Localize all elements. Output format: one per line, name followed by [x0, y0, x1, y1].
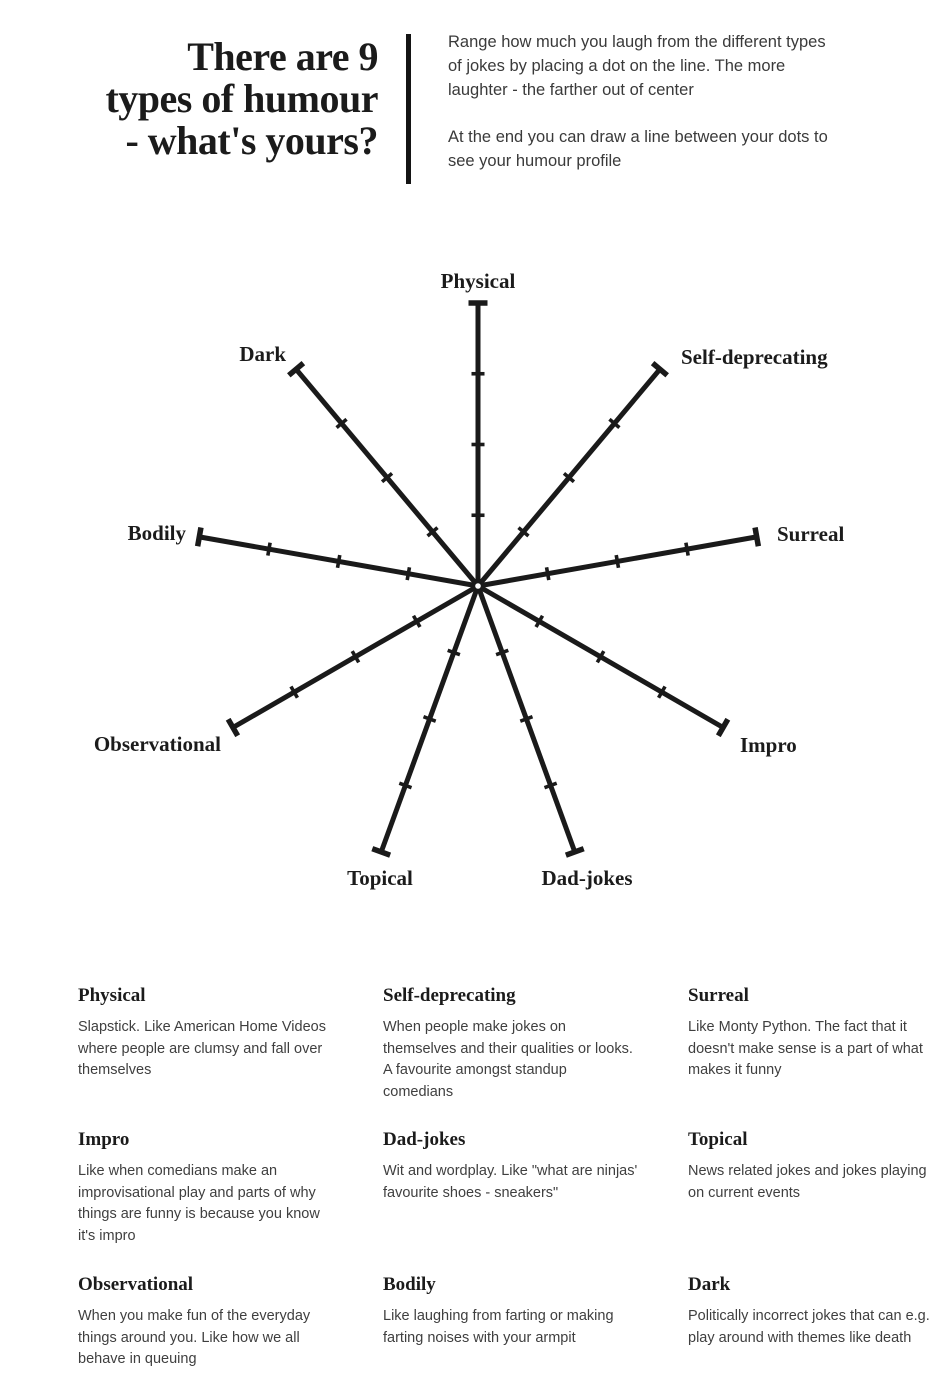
- description-text: Like when comedians make an improvisatio…: [78, 1163, 320, 1244]
- axis-tick: [495, 648, 509, 657]
- axis-tick: [544, 567, 551, 581]
- description-title: Observational: [78, 1274, 194, 1295]
- axis-end-cap: [715, 717, 731, 738]
- axis-tick: [543, 781, 558, 790]
- axis-tick: [657, 685, 667, 699]
- description-title: Dad-jokes: [383, 1129, 466, 1150]
- description-text: Wit and wordplay. Like "what are ninjas'…: [383, 1163, 638, 1201]
- axis-spoke-topical: Topical: [347, 585, 481, 890]
- description-title: Self-deprecating: [383, 985, 516, 1006]
- chart-center-hole: [475, 583, 481, 589]
- axis-label-dark: Dark: [239, 342, 286, 366]
- axis-tick: [398, 781, 413, 790]
- axis-tick: [289, 685, 299, 699]
- axis-spoke-observational: Observational: [94, 583, 480, 756]
- axis-spoke-bodily: Bodily: [128, 521, 479, 589]
- axis-label-surreal: Surreal: [777, 522, 844, 546]
- axis-spoke-self-deprecating: Self-deprecating: [476, 345, 828, 588]
- axis-tick: [350, 650, 361, 664]
- description-text: Politically incorrect jokes that can e.g…: [688, 1308, 930, 1346]
- description-text: News related jokes and jokes playing on …: [688, 1163, 927, 1201]
- axis-end-cap: [650, 360, 669, 378]
- axis-tick: [684, 542, 690, 556]
- axis-spoke-impro: Impro: [476, 583, 797, 757]
- axis-tick: [411, 614, 422, 628]
- instruction-paragraph-1: Range how much you laugh from the differ…: [448, 33, 826, 99]
- description-text: When people make jokes on themselves and…: [383, 1019, 633, 1100]
- axis-end-cap: [752, 527, 762, 547]
- title-line-3: - what's yours?: [125, 118, 378, 163]
- axis-end-cap: [194, 527, 204, 547]
- axis-tick: [426, 526, 439, 538]
- axis-tick: [405, 567, 412, 581]
- axis-spoke-dad-jokes: Dad-jokes: [475, 585, 633, 890]
- axis-tick: [266, 542, 272, 556]
- axis-label-bodily: Bodily: [128, 521, 187, 545]
- axis-tick: [519, 715, 534, 723]
- axis-tick: [595, 650, 606, 664]
- title-line-2: types of humour: [105, 76, 378, 121]
- axis-label-observational: Observational: [94, 732, 221, 756]
- description-title: Surreal: [688, 985, 749, 1006]
- axis-tick: [422, 715, 437, 723]
- axis-spoke-surreal: Surreal: [477, 522, 844, 589]
- humour-radar-chart: PhysicalSelf-deprecatingSurrealImproDad-…: [94, 269, 845, 890]
- axis-tick: [562, 472, 576, 484]
- description-text: Like laughing from farting or making far…: [383, 1308, 614, 1346]
- description-text: Like Monty Python. The fact that it does…: [688, 1019, 923, 1078]
- description-title: Bodily: [383, 1274, 436, 1295]
- axis-label-self-deprecating: Self-deprecating: [681, 345, 828, 369]
- description-text: When you make fun of the everyday things…: [78, 1308, 311, 1367]
- axis-label-topical: Topical: [347, 866, 413, 890]
- header-divider: [406, 34, 411, 184]
- axis-tick: [380, 472, 394, 484]
- axis-tick: [534, 614, 545, 628]
- description-text: Slapstick. Like American Home Videos whe…: [78, 1019, 326, 1078]
- description-title: Physical: [78, 985, 146, 1006]
- axis-label-impro: Impro: [740, 733, 797, 757]
- axis-tick: [614, 554, 621, 569]
- instructions: Range how much you laugh from the differ…: [448, 30, 828, 196]
- axis-label-dad-jokes: Dad-jokes: [541, 866, 632, 890]
- axis-end-cap: [564, 846, 585, 858]
- description-title: Topical: [688, 1129, 748, 1150]
- axis-spoke-physical: Physical: [441, 269, 516, 586]
- axis-end-cap: [225, 717, 241, 738]
- axis-tick: [335, 417, 348, 429]
- axis-label-physical: Physical: [441, 269, 516, 293]
- axis-tick: [335, 554, 342, 569]
- instruction-paragraph-2: At the end you can draw a line between y…: [448, 128, 828, 170]
- axis-tick: [608, 417, 621, 429]
- axis-spoke-dark: Dark: [239, 342, 480, 588]
- axis-end-cap: [287, 360, 306, 378]
- description-title: Dark: [688, 1274, 731, 1295]
- title-line-1: There are 9: [187, 34, 378, 79]
- axis-end-cap: [371, 846, 392, 858]
- description-title: Impro: [78, 1129, 130, 1150]
- page-title: There are 9 types of humour - what's you…: [40, 36, 378, 162]
- axis-tick: [517, 526, 530, 538]
- axis-tick: [447, 648, 461, 657]
